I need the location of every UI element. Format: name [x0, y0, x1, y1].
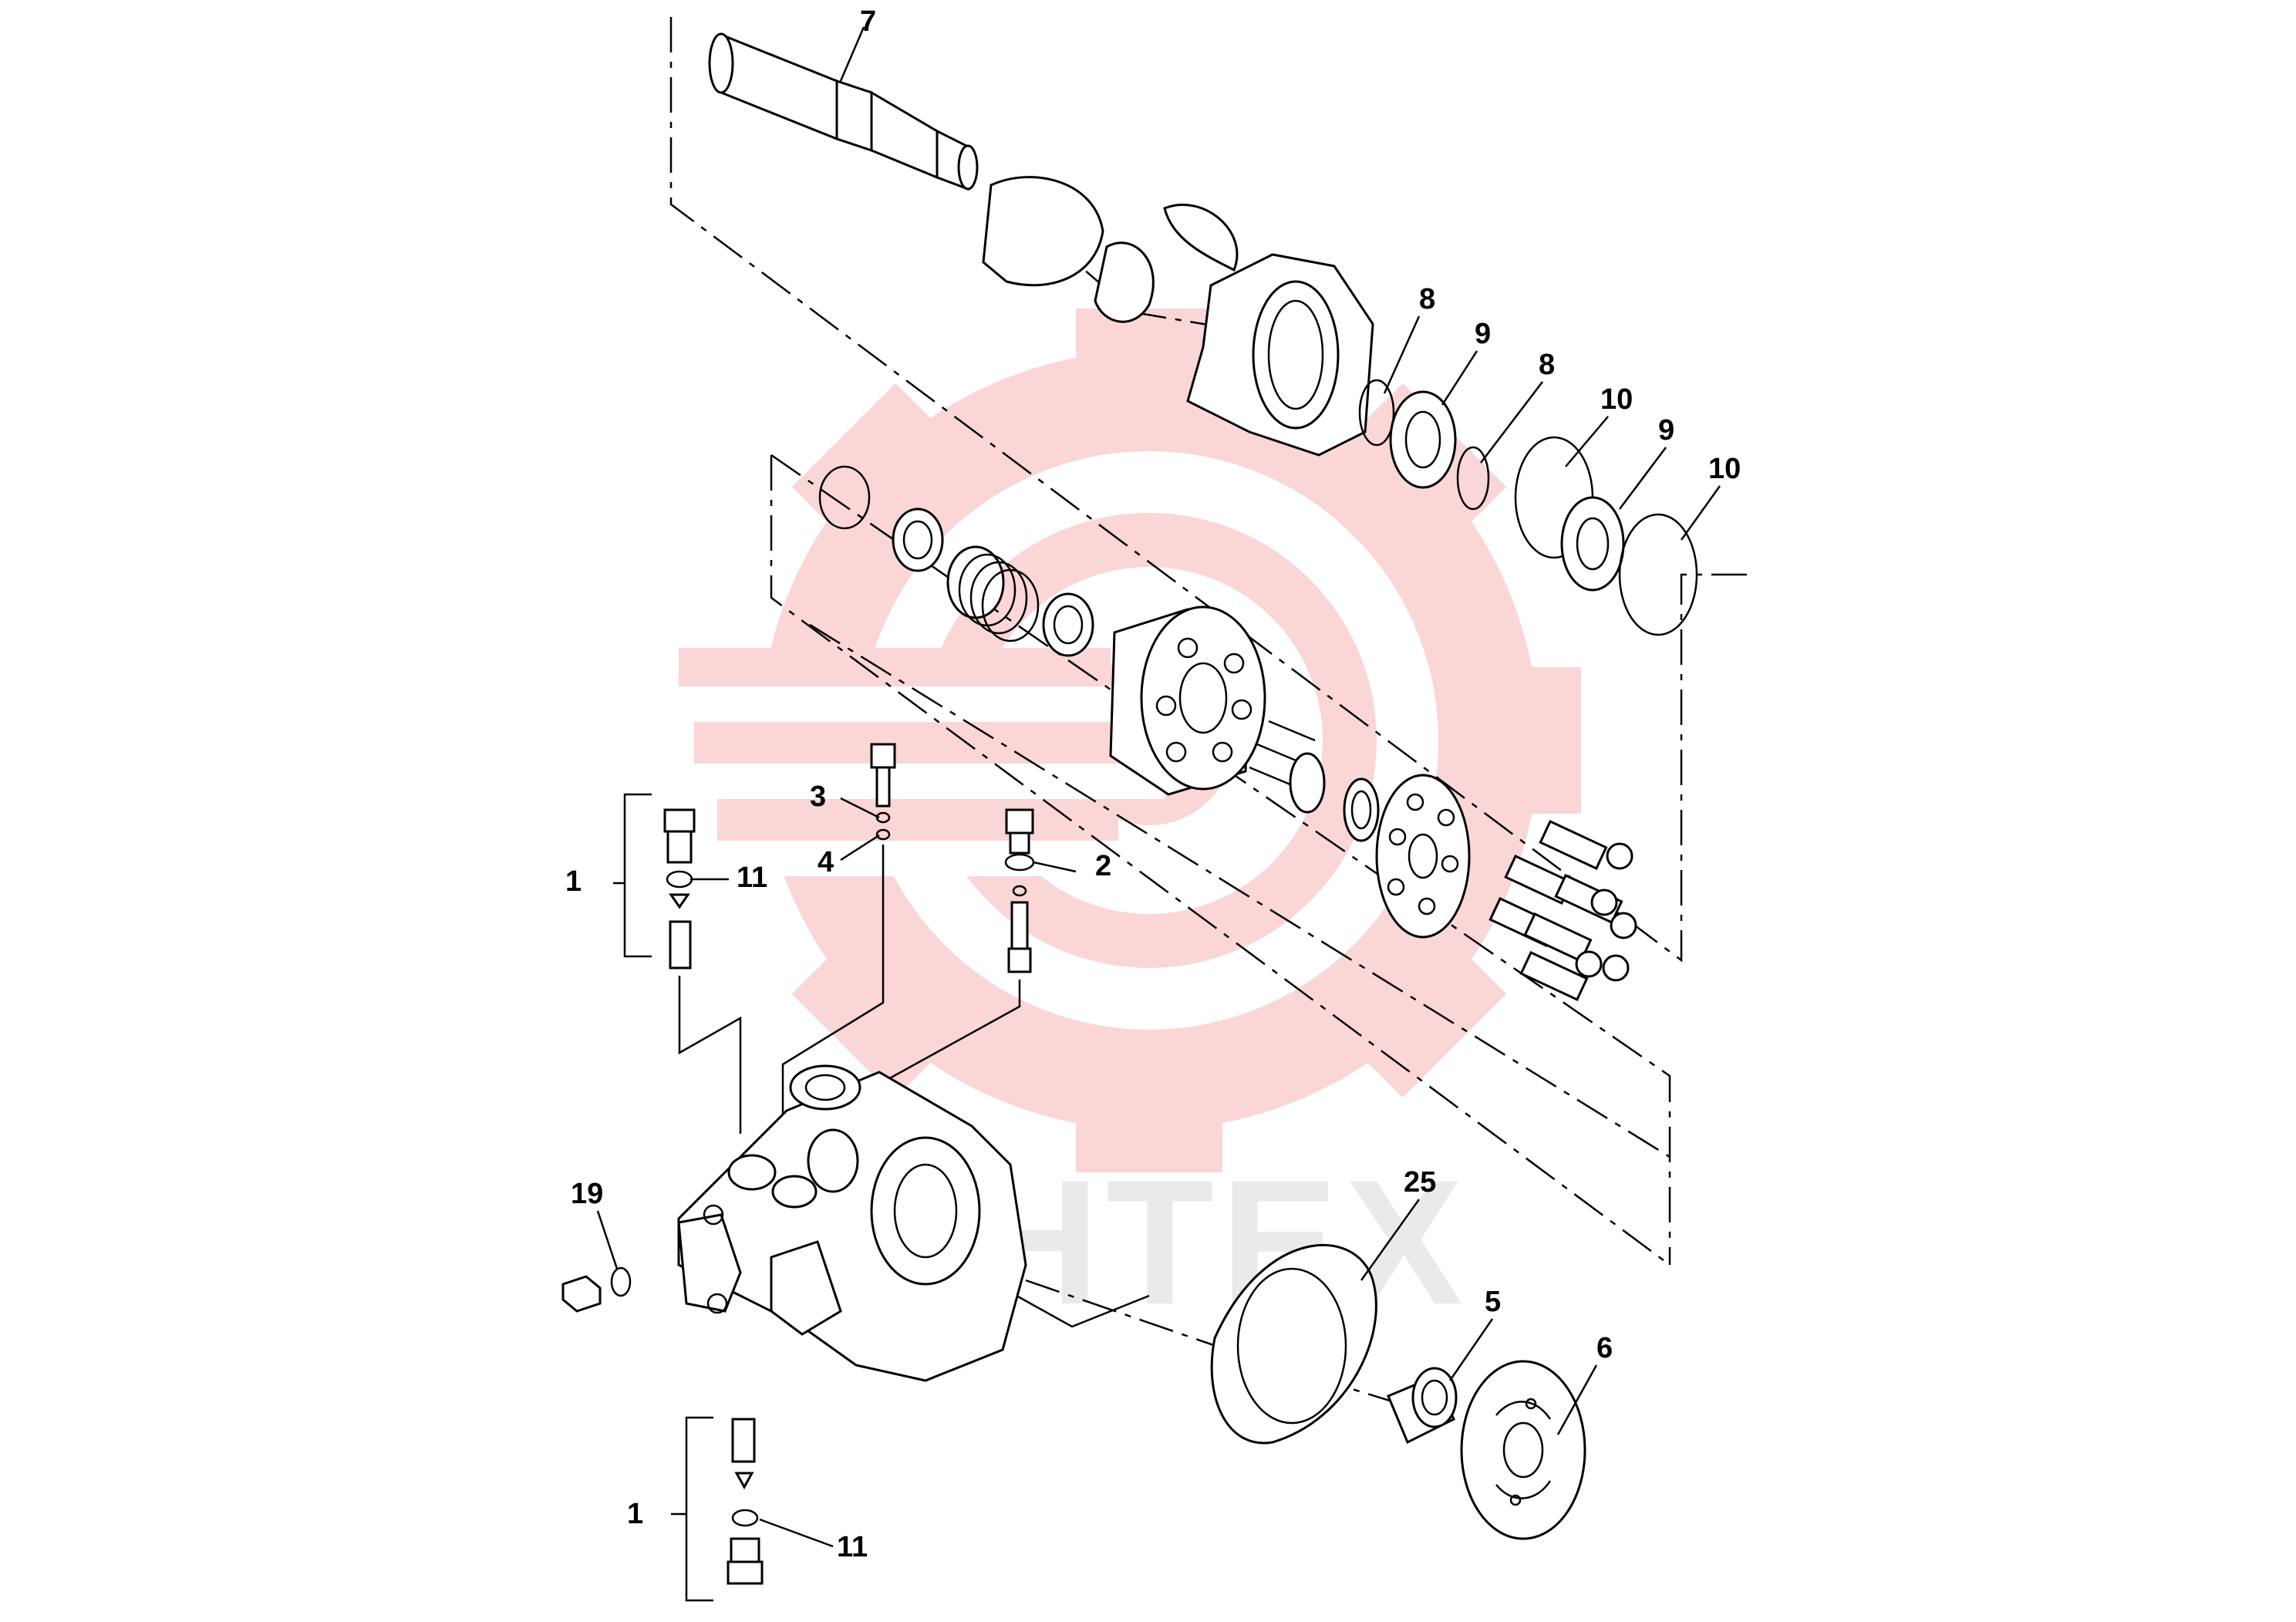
leader-lines: [596, 26, 1721, 1548]
pump-housing: [677, 1064, 1027, 1382]
bearing-9a: [1389, 390, 1457, 489]
snap-ring-8a: [1358, 379, 1395, 447]
snap-ring-8b: [1456, 446, 1490, 511]
callout-11-lower: 11: [837, 1531, 868, 1563]
gasket-25: [1210, 1243, 1377, 1445]
callout-19: 19: [571, 1178, 603, 1210]
callout-10-lower: 10: [1708, 453, 1741, 485]
callout-brackets: [613, 793, 713, 1602]
callout-5: 5: [1485, 1286, 1501, 1318]
callout-1-upper: 1: [565, 865, 582, 898]
callout-4: 4: [818, 846, 834, 878]
callout-7: 7: [860, 5, 876, 38]
cylinder-block-assembly: [818, 465, 1637, 1001]
callout-8-upper: 8: [1419, 283, 1435, 315]
valve-plate-6: [1460, 1360, 1586, 1540]
valve-routing-lines: [678, 845, 1150, 1328]
block-spring: [946, 545, 1040, 642]
bearing-9b: [1560, 496, 1625, 592]
callout-8-lower: 8: [1539, 349, 1555, 381]
pistons: [1489, 820, 1637, 1001]
callout-10-upper: 10: [1600, 383, 1633, 416]
callout-2: 2: [1095, 850, 1111, 882]
valve-stack-3-4: [870, 743, 896, 841]
drive-shaft: [708, 32, 979, 191]
callout-11-upper: 11: [737, 862, 767, 894]
needle-bearing-5: [1387, 1367, 1458, 1445]
swashplate: [982, 176, 1239, 323]
callout-labels: 7 8 9 8 10 9 10 3 4 2 1 11 19 25 5 6 1 1…: [565, 5, 1741, 1563]
bearing-set-upper: [1358, 379, 1698, 636]
callout-1-lower: 1: [627, 1498, 643, 1530]
bearing-housing: [1186, 253, 1374, 457]
retaining-ring-10b: [1618, 513, 1698, 636]
callout-9-lower: 9: [1658, 414, 1674, 447]
assembly-centerlines: [669, 17, 1751, 1421]
callout-6: 6: [1596, 1332, 1613, 1364]
plug-19: [561, 1266, 632, 1313]
callout-25: 25: [1404, 1166, 1436, 1199]
callout-3: 3: [810, 781, 826, 813]
check-valve-upper: [663, 808, 696, 969]
check-valve-lower: [727, 1418, 764, 1585]
callout-9-upper: 9: [1475, 318, 1491, 350]
